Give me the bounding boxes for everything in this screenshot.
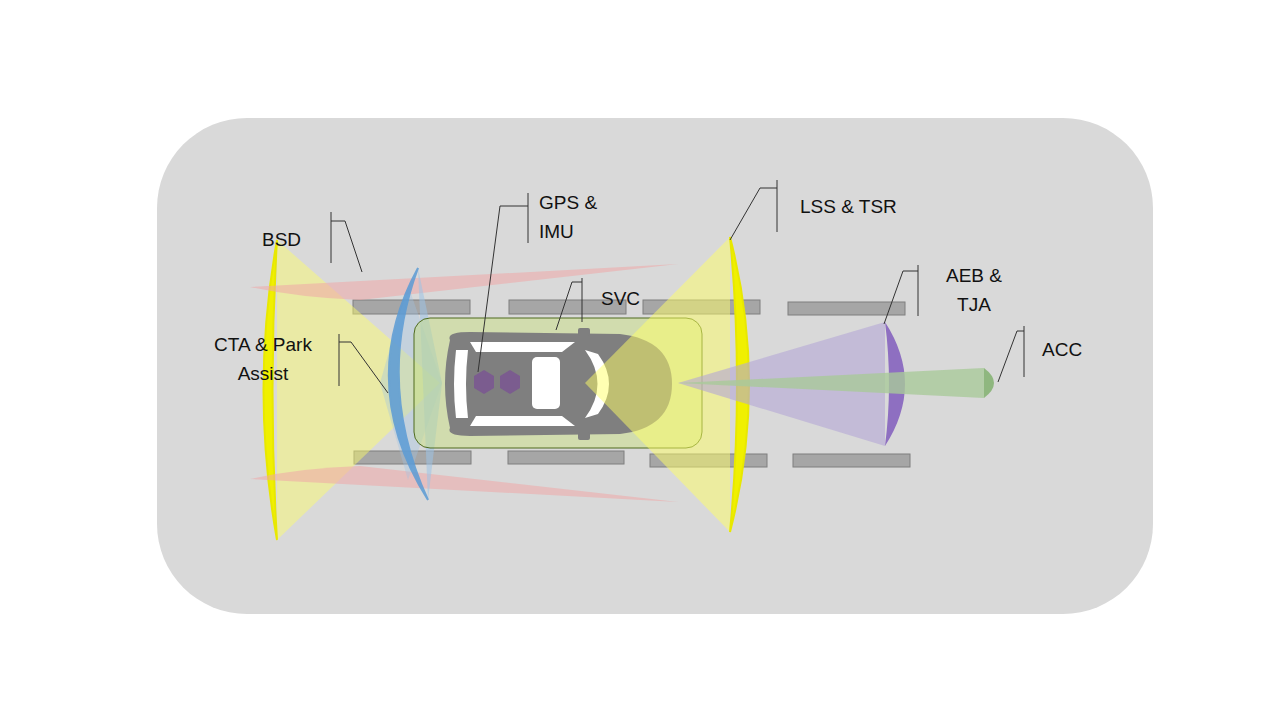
sensor-label: CTA & Park Assist bbox=[200, 330, 326, 388]
leader-lines bbox=[331, 180, 1024, 393]
sensor-label: BSD bbox=[262, 225, 322, 254]
sensor-label: GPS & IMU bbox=[539, 188, 609, 246]
sensor-label: AEB & TJA bbox=[936, 261, 1012, 319]
road-panel bbox=[157, 118, 1153, 614]
sensor-label: ACC bbox=[1042, 335, 1102, 364]
sensor-label: LSS & TSR bbox=[800, 192, 920, 221]
sensor-label: SVC bbox=[601, 284, 651, 313]
long-range-radar-beam bbox=[678, 368, 994, 398]
